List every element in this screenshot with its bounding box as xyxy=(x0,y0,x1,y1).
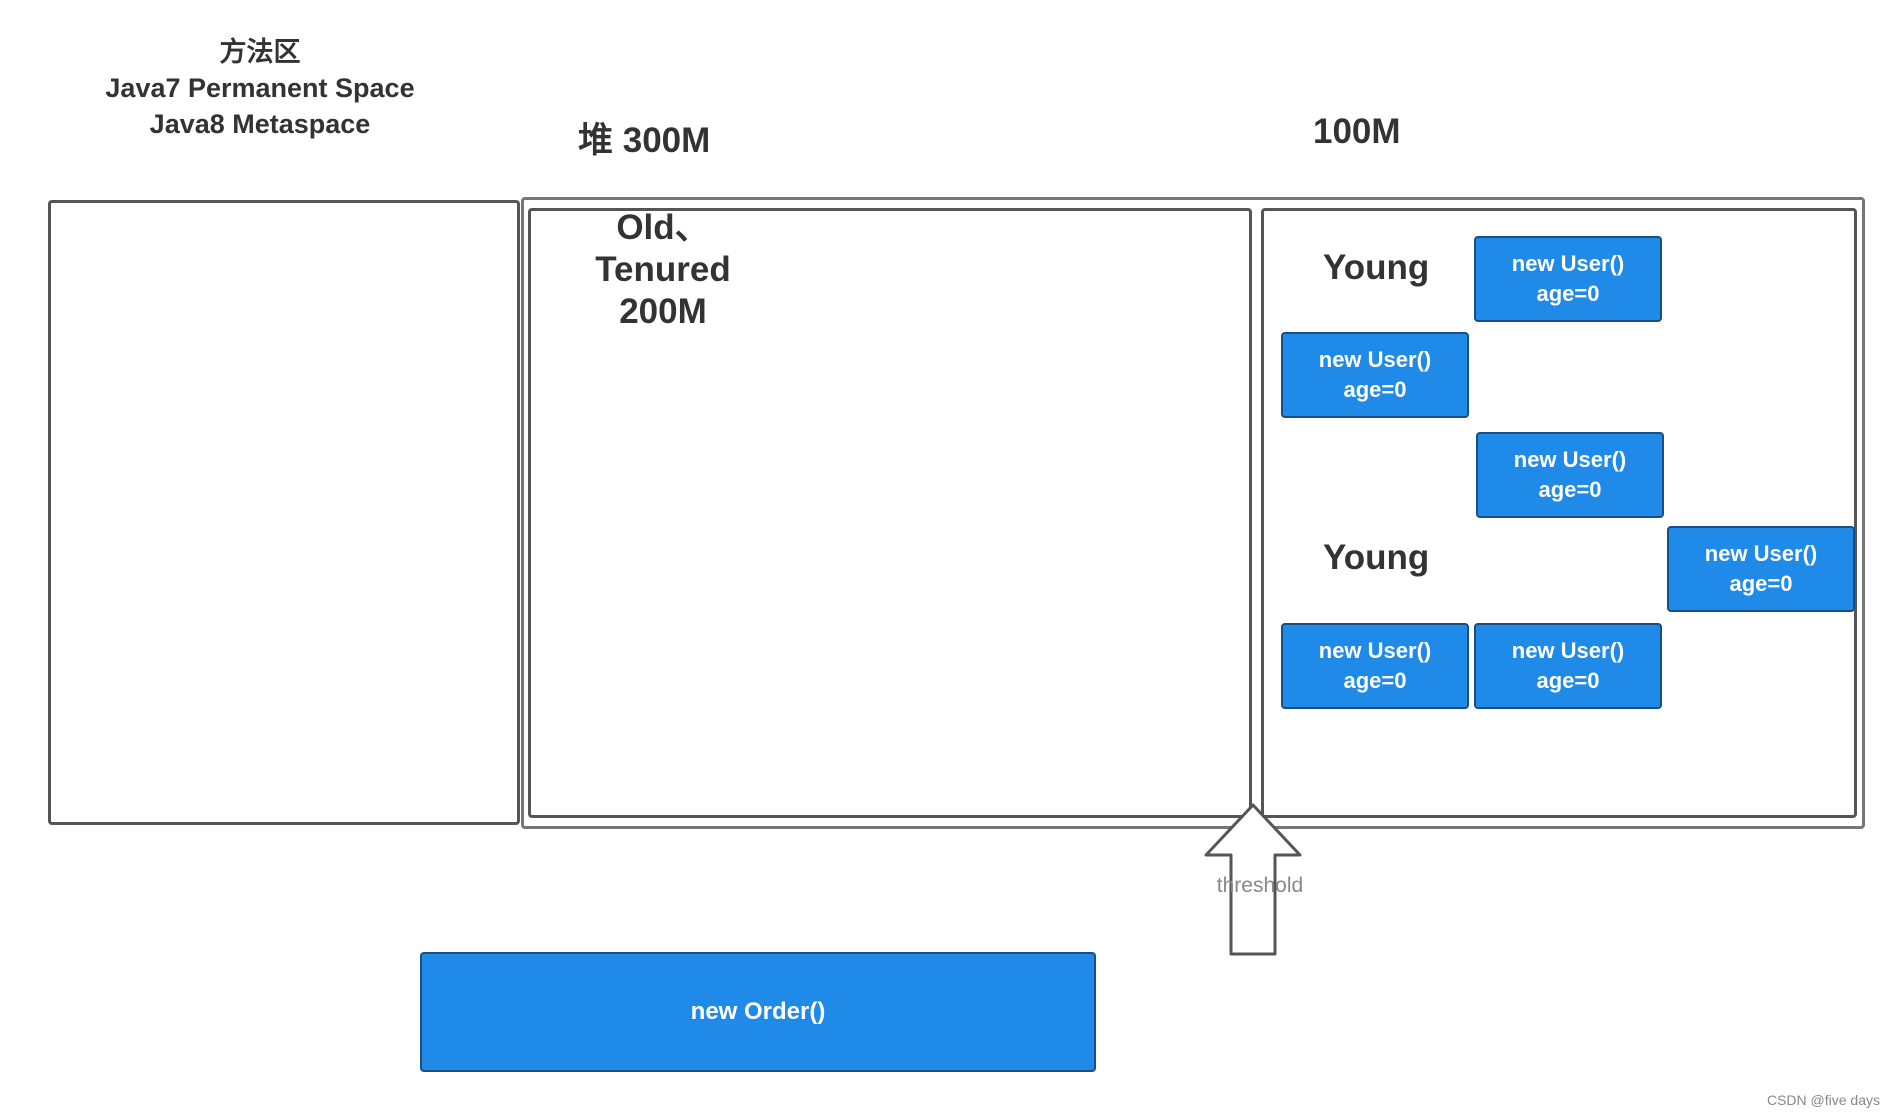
threshold-arrow-icon xyxy=(1204,803,1302,956)
method-area-region xyxy=(48,200,520,825)
old-label-line3: 200M xyxy=(619,292,707,331)
watermark: CSDN @five days xyxy=(1766,1092,1880,1108)
old-generation-label: Old、 Tenured 200M xyxy=(563,207,763,333)
user-object-line2: age=0 xyxy=(1536,668,1600,693)
user-object-line2: age=0 xyxy=(1536,281,1600,306)
user-object: new User() age=0 xyxy=(1474,623,1662,709)
old-generation-region xyxy=(528,208,1252,818)
method-area-title: 方法区 xyxy=(219,37,301,67)
user-object: new User() age=0 xyxy=(1281,332,1469,418)
method-area-java8: Java8 Metaspace xyxy=(149,109,371,139)
old-label-line1: Old、 xyxy=(616,208,710,247)
user-object-line1: new User() xyxy=(1511,251,1625,276)
threshold-label: threshold xyxy=(1216,874,1304,897)
old-label-line2: Tenured xyxy=(595,250,731,289)
user-object-line1: new User() xyxy=(1513,447,1627,472)
user-object-line2: age=0 xyxy=(1729,571,1793,596)
user-object: new User() age=0 xyxy=(1281,623,1469,709)
heap-size-label: 堆 300M xyxy=(578,121,711,160)
user-object-line1: new User() xyxy=(1511,638,1625,663)
order-object: new Order() xyxy=(420,952,1096,1072)
method-area-caption: 方法区 Java7 Permanent Space Java8 Metaspac… xyxy=(60,34,460,142)
order-object-label: new Order() xyxy=(690,998,826,1025)
user-object-line2: age=0 xyxy=(1538,477,1602,502)
young-label-bottom: Young xyxy=(1323,538,1430,577)
method-area-java7: Java7 Permanent Space xyxy=(105,73,415,103)
user-object-line1: new User() xyxy=(1318,347,1432,372)
user-object-line2: age=0 xyxy=(1343,377,1407,402)
user-object-line1: new User() xyxy=(1318,638,1432,663)
user-object: new User() age=0 xyxy=(1474,236,1662,322)
user-object-line1: new User() xyxy=(1704,541,1818,566)
user-object: new User() age=0 xyxy=(1476,432,1664,518)
young-size-label: 100M xyxy=(1313,112,1401,151)
young-label-top: Young xyxy=(1323,248,1430,287)
user-object: new User() age=0 xyxy=(1667,526,1855,612)
user-object-line2: age=0 xyxy=(1343,668,1407,693)
